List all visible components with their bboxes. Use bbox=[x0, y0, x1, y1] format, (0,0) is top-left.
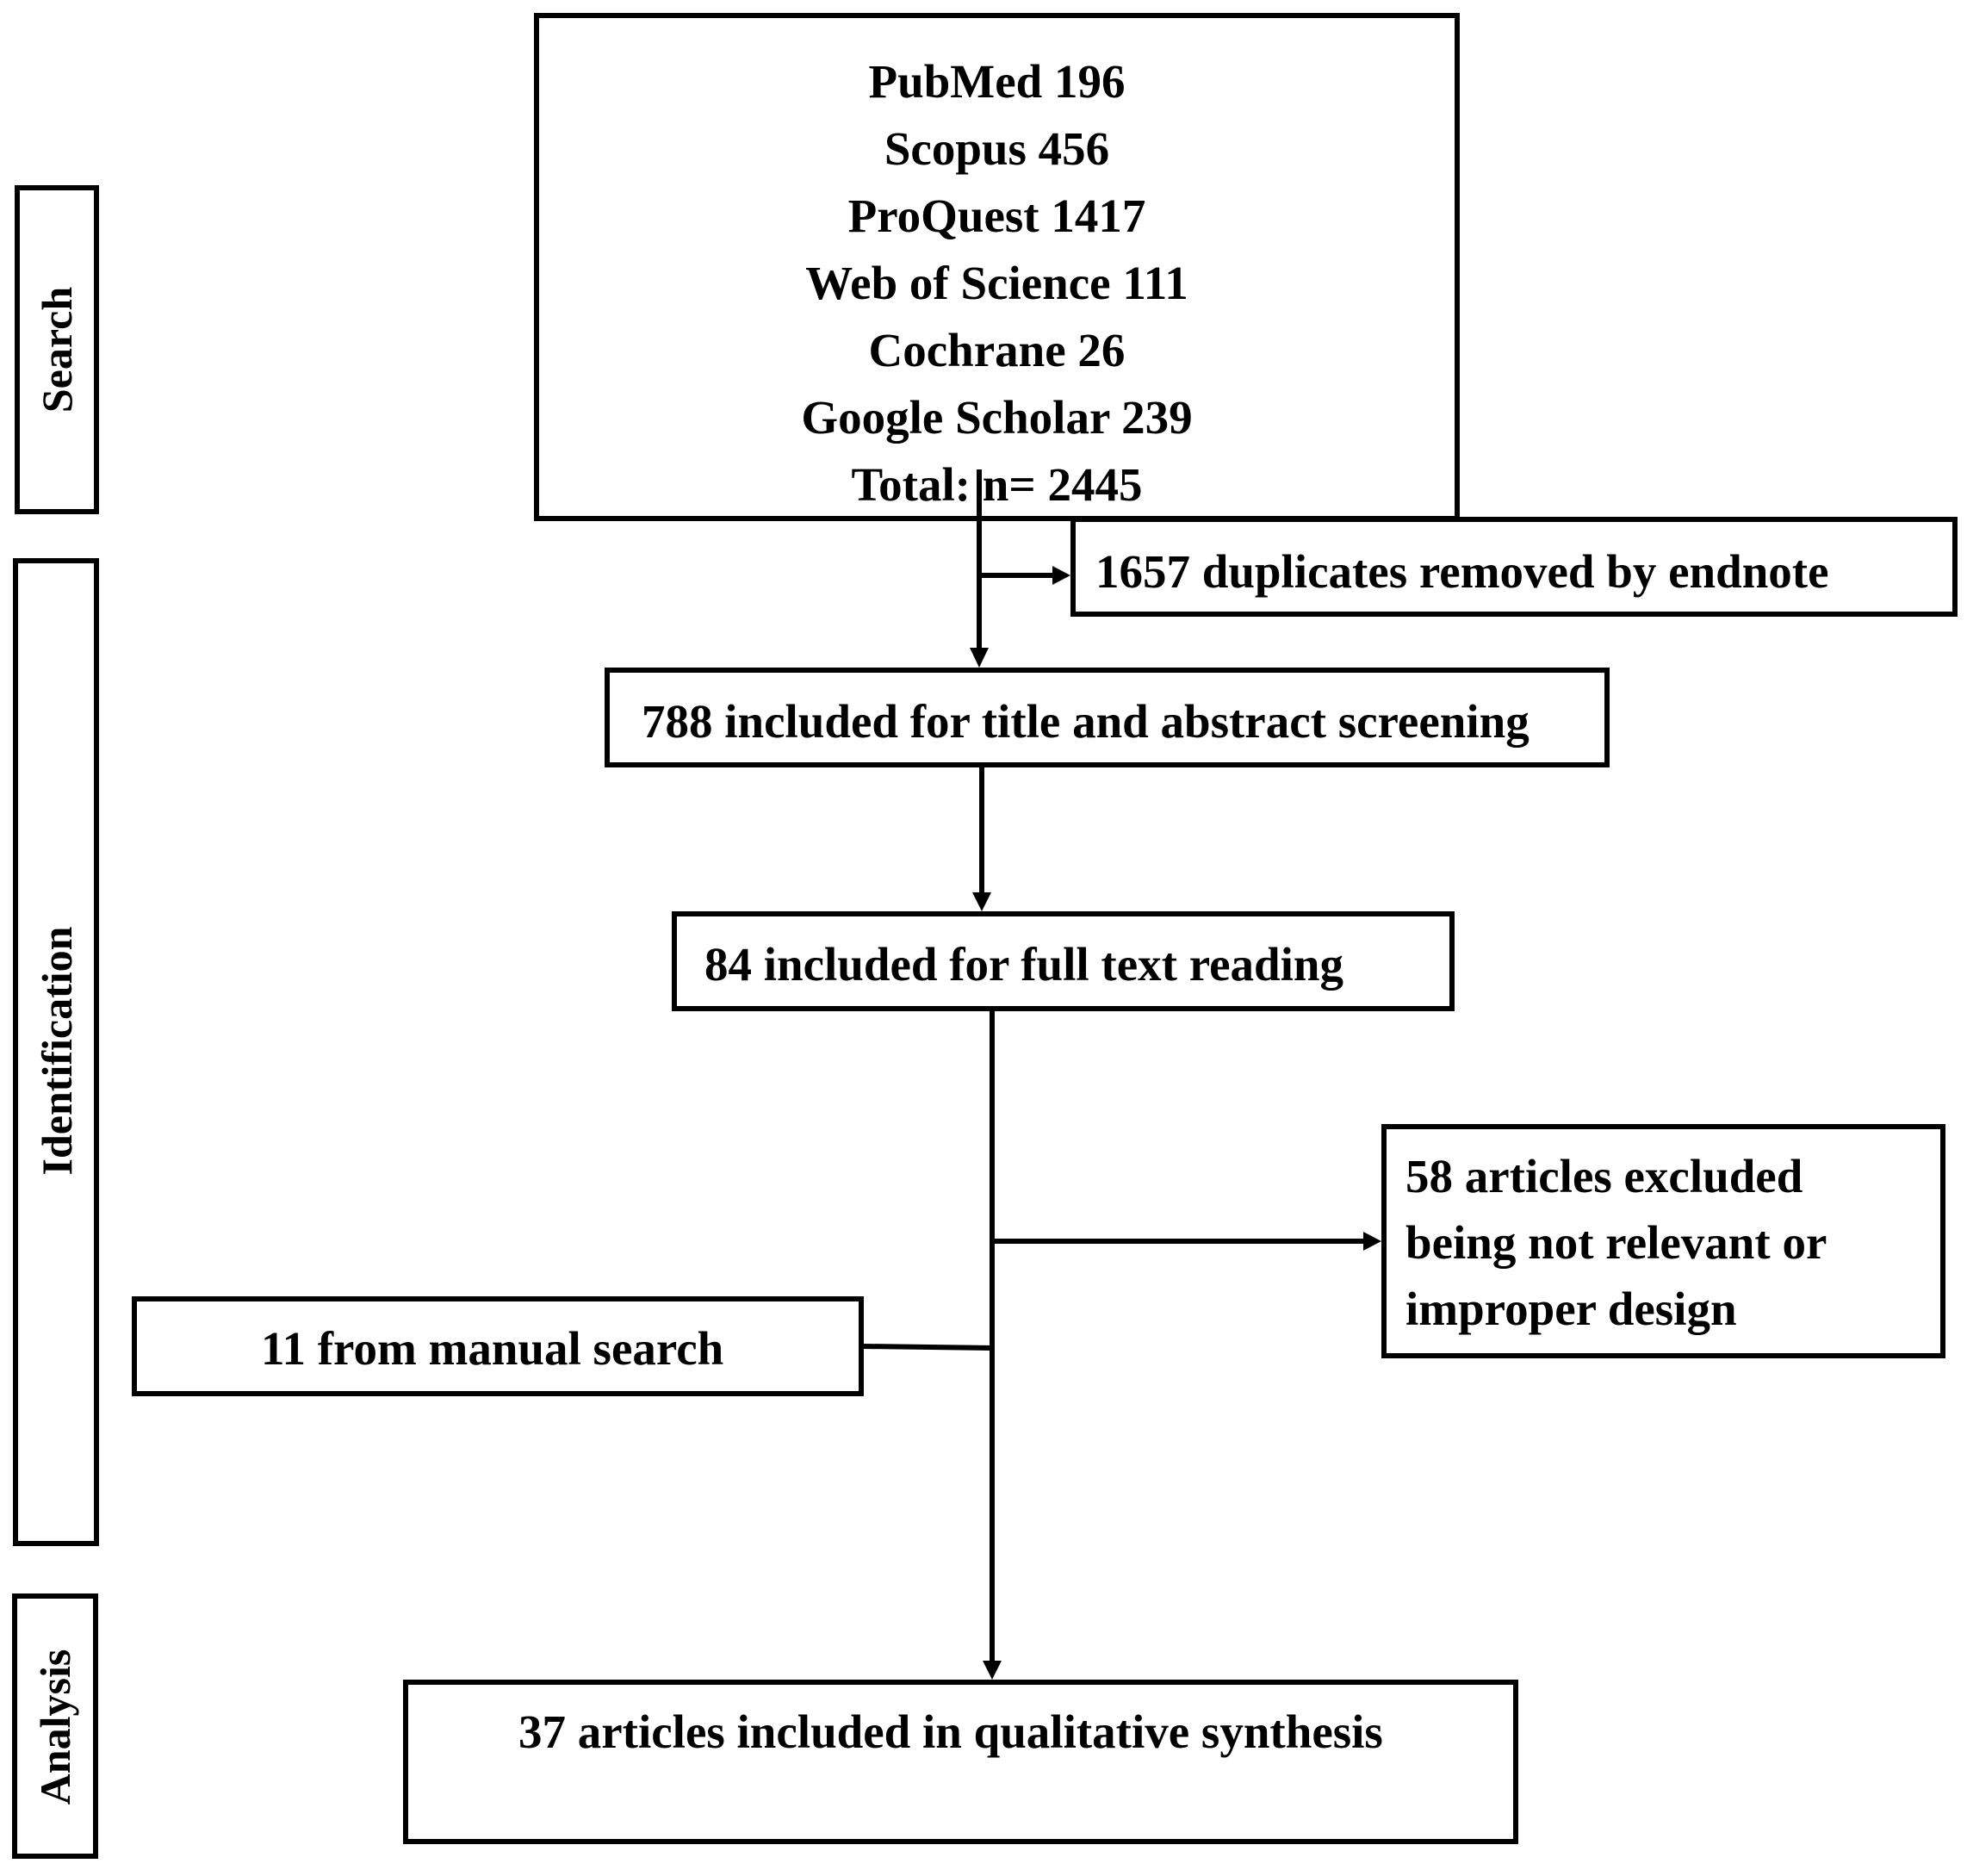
database-total: Total: n= 2445 bbox=[851, 458, 1143, 511]
manual-search-text: 11 from manual search bbox=[261, 1322, 724, 1375]
stage-box-identification bbox=[13, 558, 99, 1546]
database-item: Google Scholar 239 bbox=[801, 391, 1193, 444]
arrowhead-title-abstract bbox=[970, 648, 989, 668]
database-item: Web of Science 111 bbox=[805, 257, 1188, 309]
title-abstract-text: 788 included for title and abstract scre… bbox=[642, 695, 1530, 748]
full-text-text: 84 included for full text reading bbox=[704, 938, 1344, 991]
database-search-box: PubMed 196 Scopus 456 ProQuest 1417 Web … bbox=[534, 13, 1460, 521]
excluded-box bbox=[1381, 1124, 1945, 1358]
excluded-line: improper design bbox=[1405, 1283, 1737, 1335]
database-item: Cochrane 26 bbox=[868, 324, 1126, 376]
arrowhead-full-text bbox=[972, 892, 991, 911]
excluded-line: being not relevant or bbox=[1405, 1216, 1827, 1269]
final-box bbox=[403, 1680, 1518, 1844]
excluded-line: 58 articles excluded bbox=[1405, 1150, 1803, 1202]
title-abstract-box bbox=[605, 668, 1610, 767]
final-text: 37 articles included in qualitative synt… bbox=[518, 1705, 1383, 1758]
database-item: ProQuest 1417 bbox=[847, 189, 1146, 242]
duplicates-box bbox=[1070, 517, 1958, 617]
stage-box-search bbox=[15, 185, 99, 514]
duplicates-text: 1657 duplicates removed by endnote bbox=[1095, 545, 1829, 598]
line-from-manual-search bbox=[863, 1344, 993, 1351]
database-item: PubMed 196 bbox=[868, 55, 1126, 108]
manual-search-box bbox=[132, 1296, 864, 1396]
database-item: Scopus 456 bbox=[884, 122, 1110, 175]
stage-box-analysis bbox=[12, 1593, 98, 1859]
arrowhead-final bbox=[983, 1661, 1002, 1680]
arrowhead-excluded bbox=[1363, 1232, 1381, 1251]
full-text-box bbox=[672, 911, 1455, 1011]
arrowhead-duplicates bbox=[1052, 566, 1070, 585]
